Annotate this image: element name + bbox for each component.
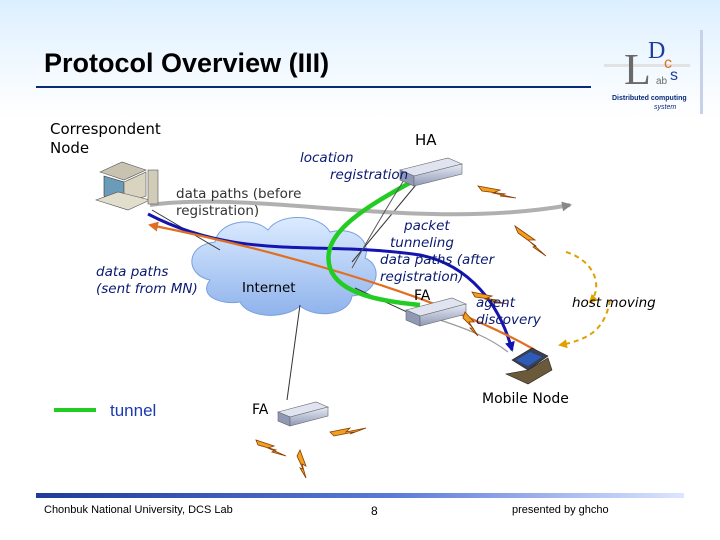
footer-rule [36,493,684,498]
ha-label: HA [415,131,437,149]
data-paths-before-line1: data paths (before [176,186,302,202]
correspondent-node-label: Correspondent Node [50,120,161,158]
legend-tunnel-label: tunnel [110,401,157,420]
location-registration-label: location registration [300,150,408,184]
logo-caption-1: Distributed computing [612,95,687,102]
data-paths-before-line2: registration) [176,203,260,219]
bolt-icon-6 [329,427,367,437]
logo-caption-2: system [654,104,676,111]
slide-title: Protocol Overview (III) [44,48,330,78]
footer-left: Chonbuk National University, DCS Lab [44,504,233,516]
data-paths-after-line2: registration) [380,269,464,285]
fa-label-top: FA [414,288,431,304]
agent-discovery-link [439,319,509,353]
correspondent-node-label-line2: Node [50,139,90,157]
fa-label-bottom: FA [252,402,269,418]
footer-right: presented by ghcho [512,504,609,516]
wireless-bolt-icons [255,185,547,479]
agent-discovery-line1: agent [476,295,515,311]
logo-letters-ab: ab [656,76,668,87]
ha-router-icon [399,157,463,187]
fa-router-icon-bottom [277,401,329,427]
packet-tunneling-label: packet tunneling [390,218,454,252]
bolt-icon-4 [462,311,479,337]
agent-discovery-label: agent discovery [476,295,541,329]
bolt-icon-1 [477,185,517,199]
fa-router-icon-top [405,297,467,327]
host-moving-arrow-1 [565,251,599,304]
internet-label: Internet [242,280,296,296]
location-registration-link [351,179,405,269]
correspondent-node-computer-icon [95,161,159,211]
packet-tunneling-line2: tunneling [390,235,454,251]
path-from-mn [148,221,536,351]
bolt-icon-7 [296,449,307,479]
internet-cloud [191,217,377,316]
data-paths-before-label: data paths (before registration) [176,186,301,220]
logo-letter-d: D [648,38,665,64]
mobile-node-laptop-icon [505,347,553,385]
data-paths-from-mn-label: data paths (sent from MN) [96,264,198,298]
host-moving-label: host moving [572,295,656,311]
page-number: 8 [371,504,378,518]
dcs-lab-logo: L D c s ab Distributed computing system [604,30,703,114]
tunnel-path [326,178,421,308]
logo-letter-l: L [624,45,651,94]
packet-tunneling-line1: packet [404,218,450,234]
bolt-icon-2 [514,224,547,257]
data-paths-from-mn-line1: data paths [96,264,169,280]
mobile-node-label: Mobile Node [482,391,569,407]
title-underline [36,86,591,88]
agent-discovery-line2: discovery [476,312,541,328]
logo-letter-s: s [670,67,678,84]
location-registration-line1: location [300,150,354,166]
host-moving-arrow-2 [558,299,611,349]
correspondent-node-label-line1: Correspondent [50,120,161,138]
location-registration-line2: registration [330,167,409,183]
legend-tunnel-swatch [54,408,96,412]
path-before-registration [149,199,572,217]
data-paths-from-mn-line2: (sent from MN) [96,281,198,297]
data-paths-after-line1: data paths (after [380,252,495,268]
bolt-icon-3 [471,291,509,305]
data-paths-after-label: data paths (after registration) [380,252,494,286]
logo-letter-c: c [664,55,672,72]
bolt-icon-5 [255,439,287,457]
